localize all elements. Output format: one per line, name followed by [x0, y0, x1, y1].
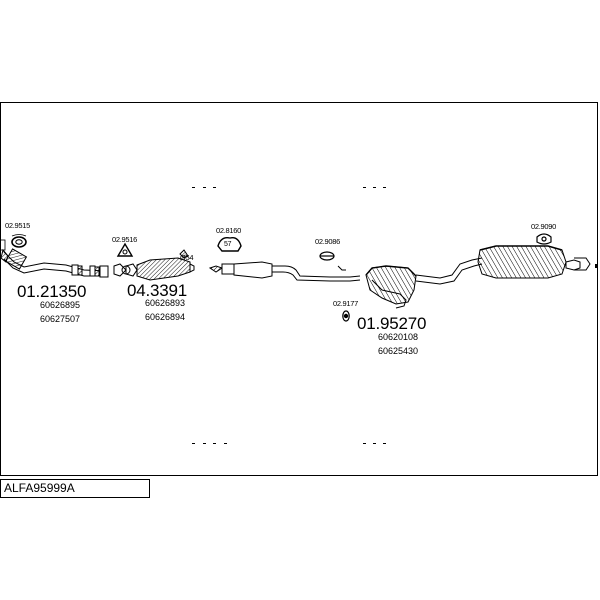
- gasket-ring-57-icon: [217, 236, 242, 252]
- gasket-badge: 57: [224, 241, 232, 248]
- intermediate-pipe: [208, 261, 361, 282]
- pipe-flange-icon: [0, 239, 6, 251]
- rubber-hanger-small-icon: [342, 310, 350, 322]
- frame-tick: [383, 187, 386, 188]
- rear-silencer: [477, 245, 591, 279]
- accessory-label: 02.9516: [112, 235, 138, 244]
- diagram-code: ALFA95999A: [4, 481, 75, 495]
- accessory-label: 02.9177: [333, 299, 359, 308]
- frame-marker: [595, 264, 598, 268]
- reference-number: 60627507: [40, 314, 81, 324]
- diagram-code-box: ALFA95999A: [0, 479, 150, 498]
- accessory-label: 02.8160: [216, 226, 242, 235]
- frame-tick: [373, 443, 376, 444]
- frame-tick: [203, 187, 206, 188]
- reference-number: 60625430: [378, 346, 419, 356]
- gasket-triangle-icon: [116, 242, 134, 257]
- frame-tick: [363, 187, 366, 188]
- accessory-label: 02.9086: [315, 237, 341, 246]
- catalytic-converter: [113, 249, 195, 281]
- diagram-frame: [0, 102, 598, 476]
- rubber-hanger-icon: [319, 251, 335, 261]
- accessory-label: 02.9515: [5, 221, 31, 230]
- part-number: 04.3391: [127, 281, 188, 300]
- frame-tick: [203, 443, 206, 444]
- frame-tick: [363, 443, 366, 444]
- frame-tick: [373, 187, 376, 188]
- frame-tick: [213, 443, 216, 444]
- rear-pipe: [415, 257, 483, 285]
- middle-silencer: [365, 265, 417, 309]
- frame-tick: [383, 443, 386, 444]
- accessory-label: 02.9090: [531, 222, 557, 231]
- gasket-ring-icon: [11, 234, 27, 248]
- frame-tick: [192, 187, 195, 188]
- size-label: Ø54: [180, 253, 194, 262]
- reference-number: 60626895: [40, 300, 81, 310]
- frame-tick: [224, 443, 227, 444]
- reference-number: 60620108: [378, 332, 419, 342]
- reference-number: 60626893: [145, 298, 186, 308]
- front-pipe: [0, 248, 109, 278]
- frame-tick: [192, 443, 195, 444]
- clamp-icon: [121, 265, 131, 275]
- part-number: 01.95270: [357, 314, 427, 333]
- rubber-hanger-rear-icon: [536, 233, 552, 245]
- part-number: 01.21350: [17, 282, 87, 301]
- frame-tick: [213, 187, 216, 188]
- reference-number: 60626894: [145, 312, 186, 322]
